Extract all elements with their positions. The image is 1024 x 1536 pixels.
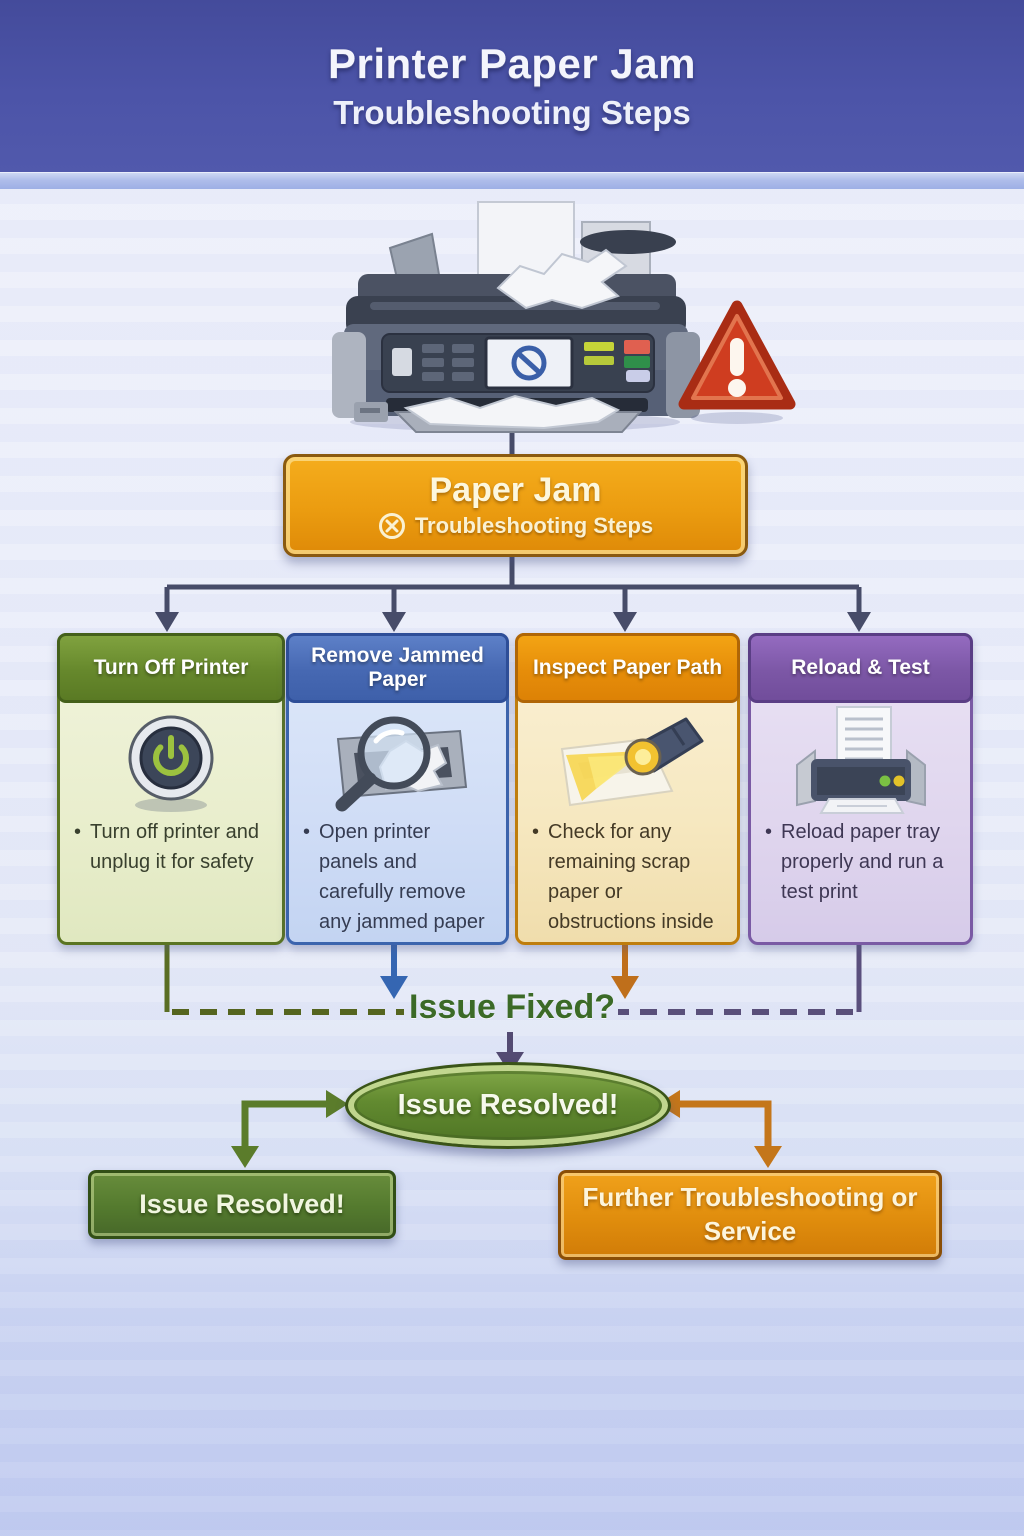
printer-reload-icon xyxy=(795,706,926,814)
outcome-further-troubleshooting: Further Troubleshooting or Service xyxy=(558,1170,942,1260)
banner-divider xyxy=(0,172,1024,189)
step-bullet: • Open printer panels and carefully remo… xyxy=(303,821,485,933)
flashlight-icon xyxy=(560,717,703,807)
panel-buttons xyxy=(422,344,474,381)
resolved-ellipse-node: Issue Resolved! xyxy=(345,1062,671,1149)
root-node-paper-jam: Paper Jam Troubleshooting Steps xyxy=(283,454,748,557)
step-card-turn-off-printer: Turn Off Printer • Turn off printer and … xyxy=(57,633,285,945)
power-button-icon xyxy=(128,715,214,812)
outcome-service-label: Further Troubleshooting or Service xyxy=(582,1182,918,1246)
cancel-circle-icon xyxy=(378,513,405,539)
no-entry-icon xyxy=(511,345,547,381)
root-node-subtitle: Troubleshooting Steps xyxy=(414,513,654,538)
step-bullet: • Check for any remaining scrap paper or… xyxy=(532,821,714,933)
step-card-title: Reload & Test xyxy=(748,633,973,703)
tree-arrowheads xyxy=(155,612,871,632)
step-card-reload-and-test: Reload & Test • xyxy=(748,633,973,945)
crumpled-paper xyxy=(496,248,628,310)
step-bullet: • Turn off printer and unplug it for saf… xyxy=(74,821,259,873)
step-bullet: • Reload paper tray properly and run a t… xyxy=(765,821,944,903)
step-card-title: Inspect Paper Path xyxy=(515,633,740,703)
outcome-resolved-label: Issue Resolved! xyxy=(139,1189,345,1219)
jammed-output-paper xyxy=(403,394,621,430)
resolved-ellipse-label: Issue Resolved! xyxy=(397,1089,619,1121)
step-card-inspect-paper-path: Inspect Paper Path • Check for any remai… xyxy=(515,633,740,945)
root-node-title: Paper Jam xyxy=(429,471,602,509)
warning-triangle-icon xyxy=(678,300,796,424)
yes-elbow-arrow xyxy=(231,1090,348,1168)
step-card-title: Turn Off Printer xyxy=(57,633,285,703)
step-card-title: Remove Jammed Paper xyxy=(286,633,509,703)
page-subtitle: Troubleshooting Steps xyxy=(333,94,691,131)
outcome-issue-resolved: Issue Resolved! xyxy=(88,1170,396,1239)
decision-question: Issue Fixed? xyxy=(409,988,615,1026)
jammed-printer-illustration xyxy=(332,201,700,433)
no-elbow-arrow xyxy=(658,1090,782,1168)
status-lights xyxy=(584,340,650,382)
page-title: Printer Paper Jam xyxy=(327,40,696,87)
step-card-remove-jammed-paper: Remove Jammed Paper • Open printer panel… xyxy=(286,633,509,945)
magnifier-jammed-paper-icon xyxy=(335,716,467,812)
header-banner: Printer Paper Jam Troubleshooting Steps xyxy=(0,0,1024,172)
